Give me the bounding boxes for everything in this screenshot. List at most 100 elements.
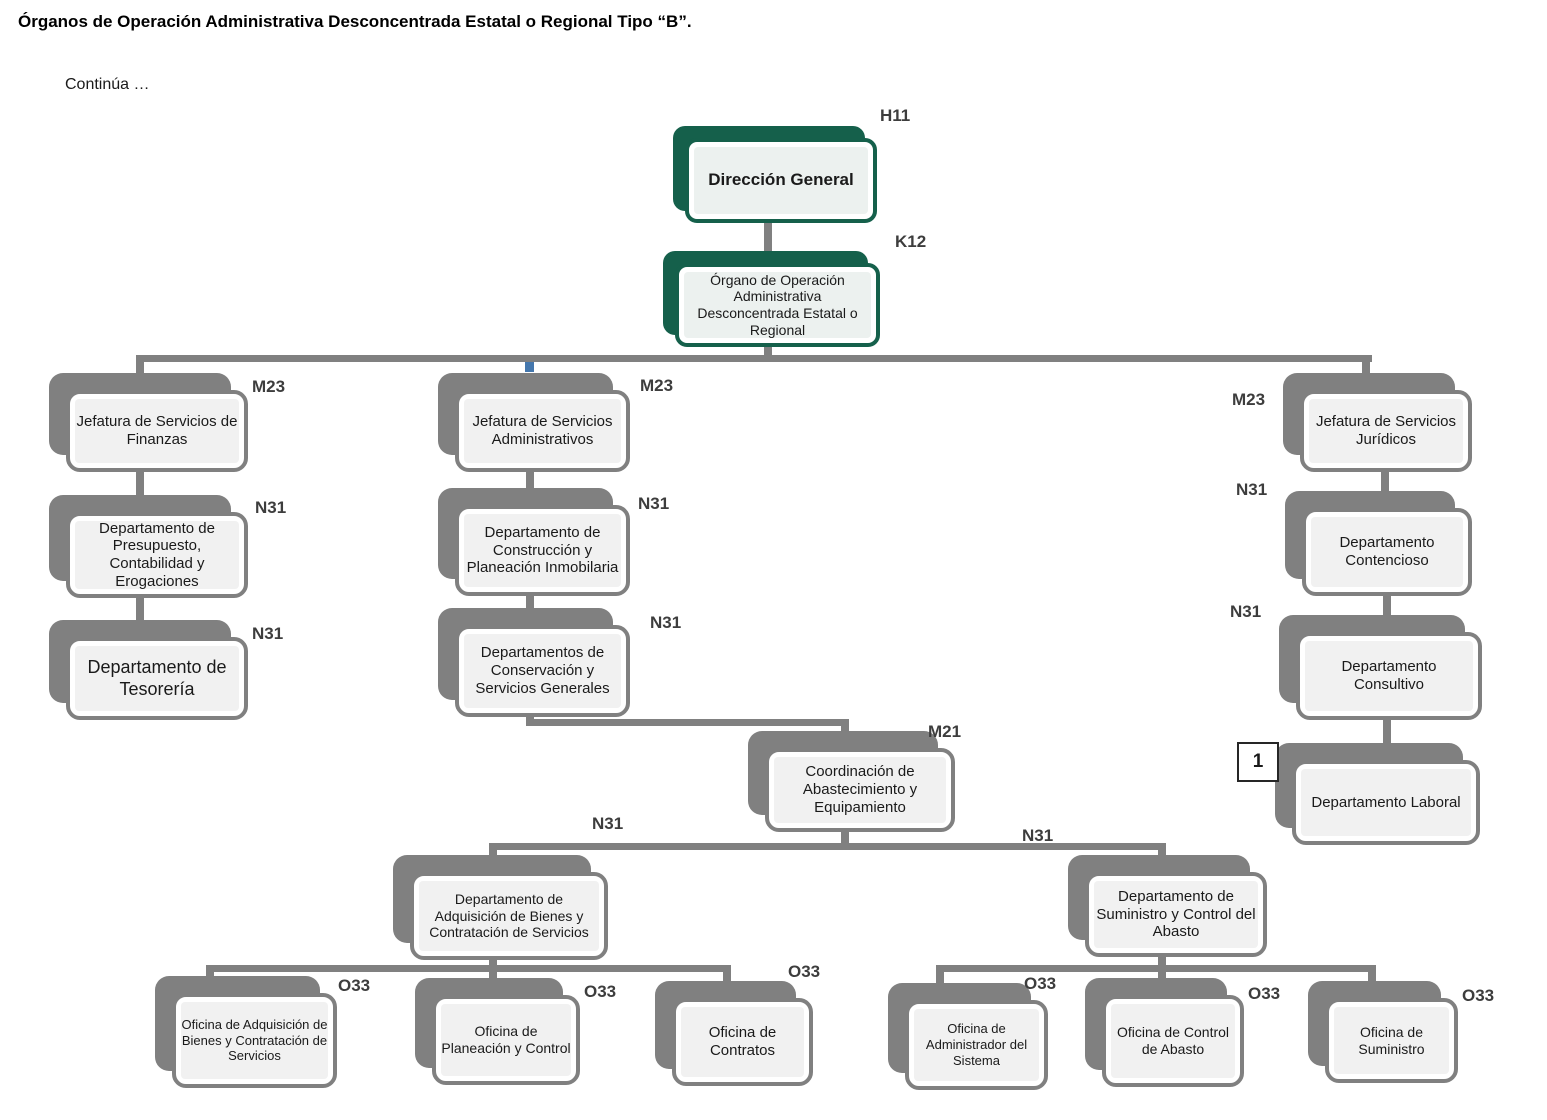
node-face: Departamento de Construcción y Planeació… — [455, 505, 630, 596]
org-node-depto-conservacion: Departamentos de Conservación y Servicio… — [438, 608, 630, 717]
node-label: Departamento de Suministro y Control del… — [1096, 887, 1256, 941]
connector — [489, 843, 497, 858]
node-tag: N31 — [1022, 826, 1054, 845]
node-tag: O33 — [1462, 986, 1495, 1005]
node-label: Jefatura de Servicios de Finanzas — [76, 413, 238, 448]
node-face: Oficina de Planeación y Control — [432, 995, 580, 1085]
connector — [764, 345, 772, 359]
node-label: Coordinación de Abastecimiento y Equipam… — [802, 763, 918, 816]
node-face: Jefatura de Servicios Administrativos — [455, 390, 630, 472]
node-face: Departamento Contencioso — [1302, 508, 1472, 596]
connector — [1383, 718, 1391, 764]
node-label: Departamento de Adquisición de Bienes y … — [429, 891, 589, 941]
org-node-depto-laboral: Departamento Laboral — [1275, 743, 1480, 845]
connector — [1368, 965, 1376, 985]
node-label: Oficina de Adquisición de Bienes y Contr… — [181, 1016, 328, 1064]
node-tag: H11 — [880, 106, 911, 125]
connector — [136, 596, 144, 640]
node-face: Departamento de Suministro y Control del… — [1085, 872, 1267, 957]
node-label: Oficina de Administrador del Sistema — [925, 1021, 1028, 1068]
node-tag: K12 — [895, 232, 927, 251]
node-tag: N31 — [1230, 602, 1262, 621]
node-label: Departamento Contencioso — [1339, 534, 1435, 569]
org-node-coordinacion-abastecimiento: Coordinación de Abastecimiento y Equipam… — [748, 731, 955, 832]
connector-left-rail — [206, 965, 731, 972]
org-node-depto-tesoreria: Departamento de Tesorería — [49, 620, 248, 720]
node-label: Departamento de Construcción y Planeació… — [466, 523, 619, 577]
node-face: Oficina de Contratos — [672, 998, 813, 1086]
connector — [764, 221, 772, 265]
org-node-oficina-administrador: Oficina de Administrador del Sistema — [888, 983, 1048, 1090]
org-node-oficina-control-abasto: Oficina de Control de Abasto — [1085, 978, 1244, 1087]
connector — [489, 965, 497, 981]
node-face: Oficina de Administrador del Sistema — [905, 1000, 1048, 1090]
node-tag: N31 — [252, 624, 284, 643]
node-label: Departamentos de Conservación y Servicio… — [475, 644, 610, 697]
node-tag: O33 — [1248, 984, 1281, 1003]
connector — [206, 965, 214, 980]
node-face: Oficina de Suministro — [1325, 998, 1458, 1083]
node-tag: O33 — [1024, 974, 1057, 993]
node-tag: N31 — [255, 498, 287, 517]
node-tag: N31 — [650, 613, 682, 632]
node-tag: N31 — [592, 814, 624, 833]
org-node-direccion-general: Dirección General — [673, 126, 877, 223]
node-label: Departamento Consultivo — [1341, 658, 1437, 693]
org-node-jefatura-juridicos: Jefatura de Servicios Jurídicos — [1283, 373, 1472, 472]
org-node-organo-operacion: Órgano de Operación Administrativa Desco… — [663, 251, 880, 347]
node-label: Oficina de Planeación y Control — [441, 1023, 571, 1056]
node-face: Oficina de Adquisición de Bienes y Contr… — [172, 993, 337, 1088]
connector — [1158, 843, 1166, 858]
connector-right-rail — [936, 965, 1376, 972]
connector — [136, 355, 144, 374]
org-node-oficina-planeacion: Oficina de Planeación y Control — [415, 978, 580, 1085]
org-node-depto-adquisicion: Departamento de Adquisición de Bienes y … — [393, 855, 608, 960]
node-tag: M23 — [1232, 390, 1266, 409]
org-node-depto-suministro: Departamento de Suministro y Control del… — [1068, 855, 1267, 957]
node-label: Departamento Laboral — [1311, 793, 1461, 811]
node-face: Departamento Laboral — [1292, 760, 1480, 845]
node-tag: O33 — [584, 982, 617, 1001]
org-node-depto-consultivo: Departamento Consultivo — [1279, 615, 1482, 720]
node-label: Jefatura de Servicios Administrativos — [472, 413, 613, 448]
connector — [936, 965, 944, 985]
org-node-jefatura-finanzas: Jefatura de Servicios de Finanzas — [49, 373, 248, 472]
connector-blue-stub — [525, 362, 534, 372]
org-node-depto-construccion: Departamento de Construcción y Planeació… — [438, 488, 630, 596]
node-face: Dirección General — [685, 138, 877, 223]
node-face: Departamento de Presupuesto, Contabilida… — [66, 512, 248, 598]
connector — [723, 965, 731, 983]
connector — [136, 470, 144, 514]
node-tag: O33 — [788, 962, 821, 981]
connector-mid-rail — [489, 843, 1166, 850]
node-face: Jefatura de Servicios Jurídicos — [1300, 390, 1472, 472]
connector — [1362, 355, 1370, 374]
node-tag: N31 — [638, 494, 670, 513]
connector — [841, 828, 849, 846]
node-face: Órgano de Operación Administrativa Desco… — [675, 263, 880, 347]
org-node-oficina-adquisicion: Oficina de Adquisición de Bienes y Contr… — [155, 976, 337, 1088]
node-face: Departamento de Tesorería — [66, 637, 248, 720]
node-tag: O33 — [338, 976, 371, 995]
connector — [841, 719, 849, 735]
continuation-note: Continúa … — [65, 76, 150, 93]
connector — [526, 719, 849, 726]
node-label: Dirección General — [708, 170, 854, 190]
node-face: Coordinación de Abastecimiento y Equipam… — [765, 748, 955, 832]
node-face: Departamento Consultivo — [1296, 632, 1482, 720]
node-face: Oficina de Control de Abasto — [1102, 995, 1244, 1087]
node-tag: N31 — [1236, 480, 1268, 499]
connector — [1158, 953, 1166, 967]
connector — [1158, 965, 1166, 981]
node-label: Jefatura de Servicios Jurídicos — [1315, 413, 1457, 448]
connector-top-rail — [138, 355, 1372, 362]
node-tag: M21 — [928, 722, 962, 741]
node-label: Oficina de Control de Abasto — [1116, 1024, 1230, 1057]
node-label: Órgano de Operación Administrativa Desco… — [697, 271, 858, 338]
node-face: Jefatura de Servicios de Finanzas — [66, 390, 248, 472]
footnote-marker: 1 — [1237, 742, 1279, 782]
node-tag: M23 — [640, 376, 674, 395]
org-node-oficina-contratos: Oficina de Contratos — [655, 981, 813, 1086]
node-face: Departamentos de Conservación y Servicio… — [455, 625, 630, 717]
